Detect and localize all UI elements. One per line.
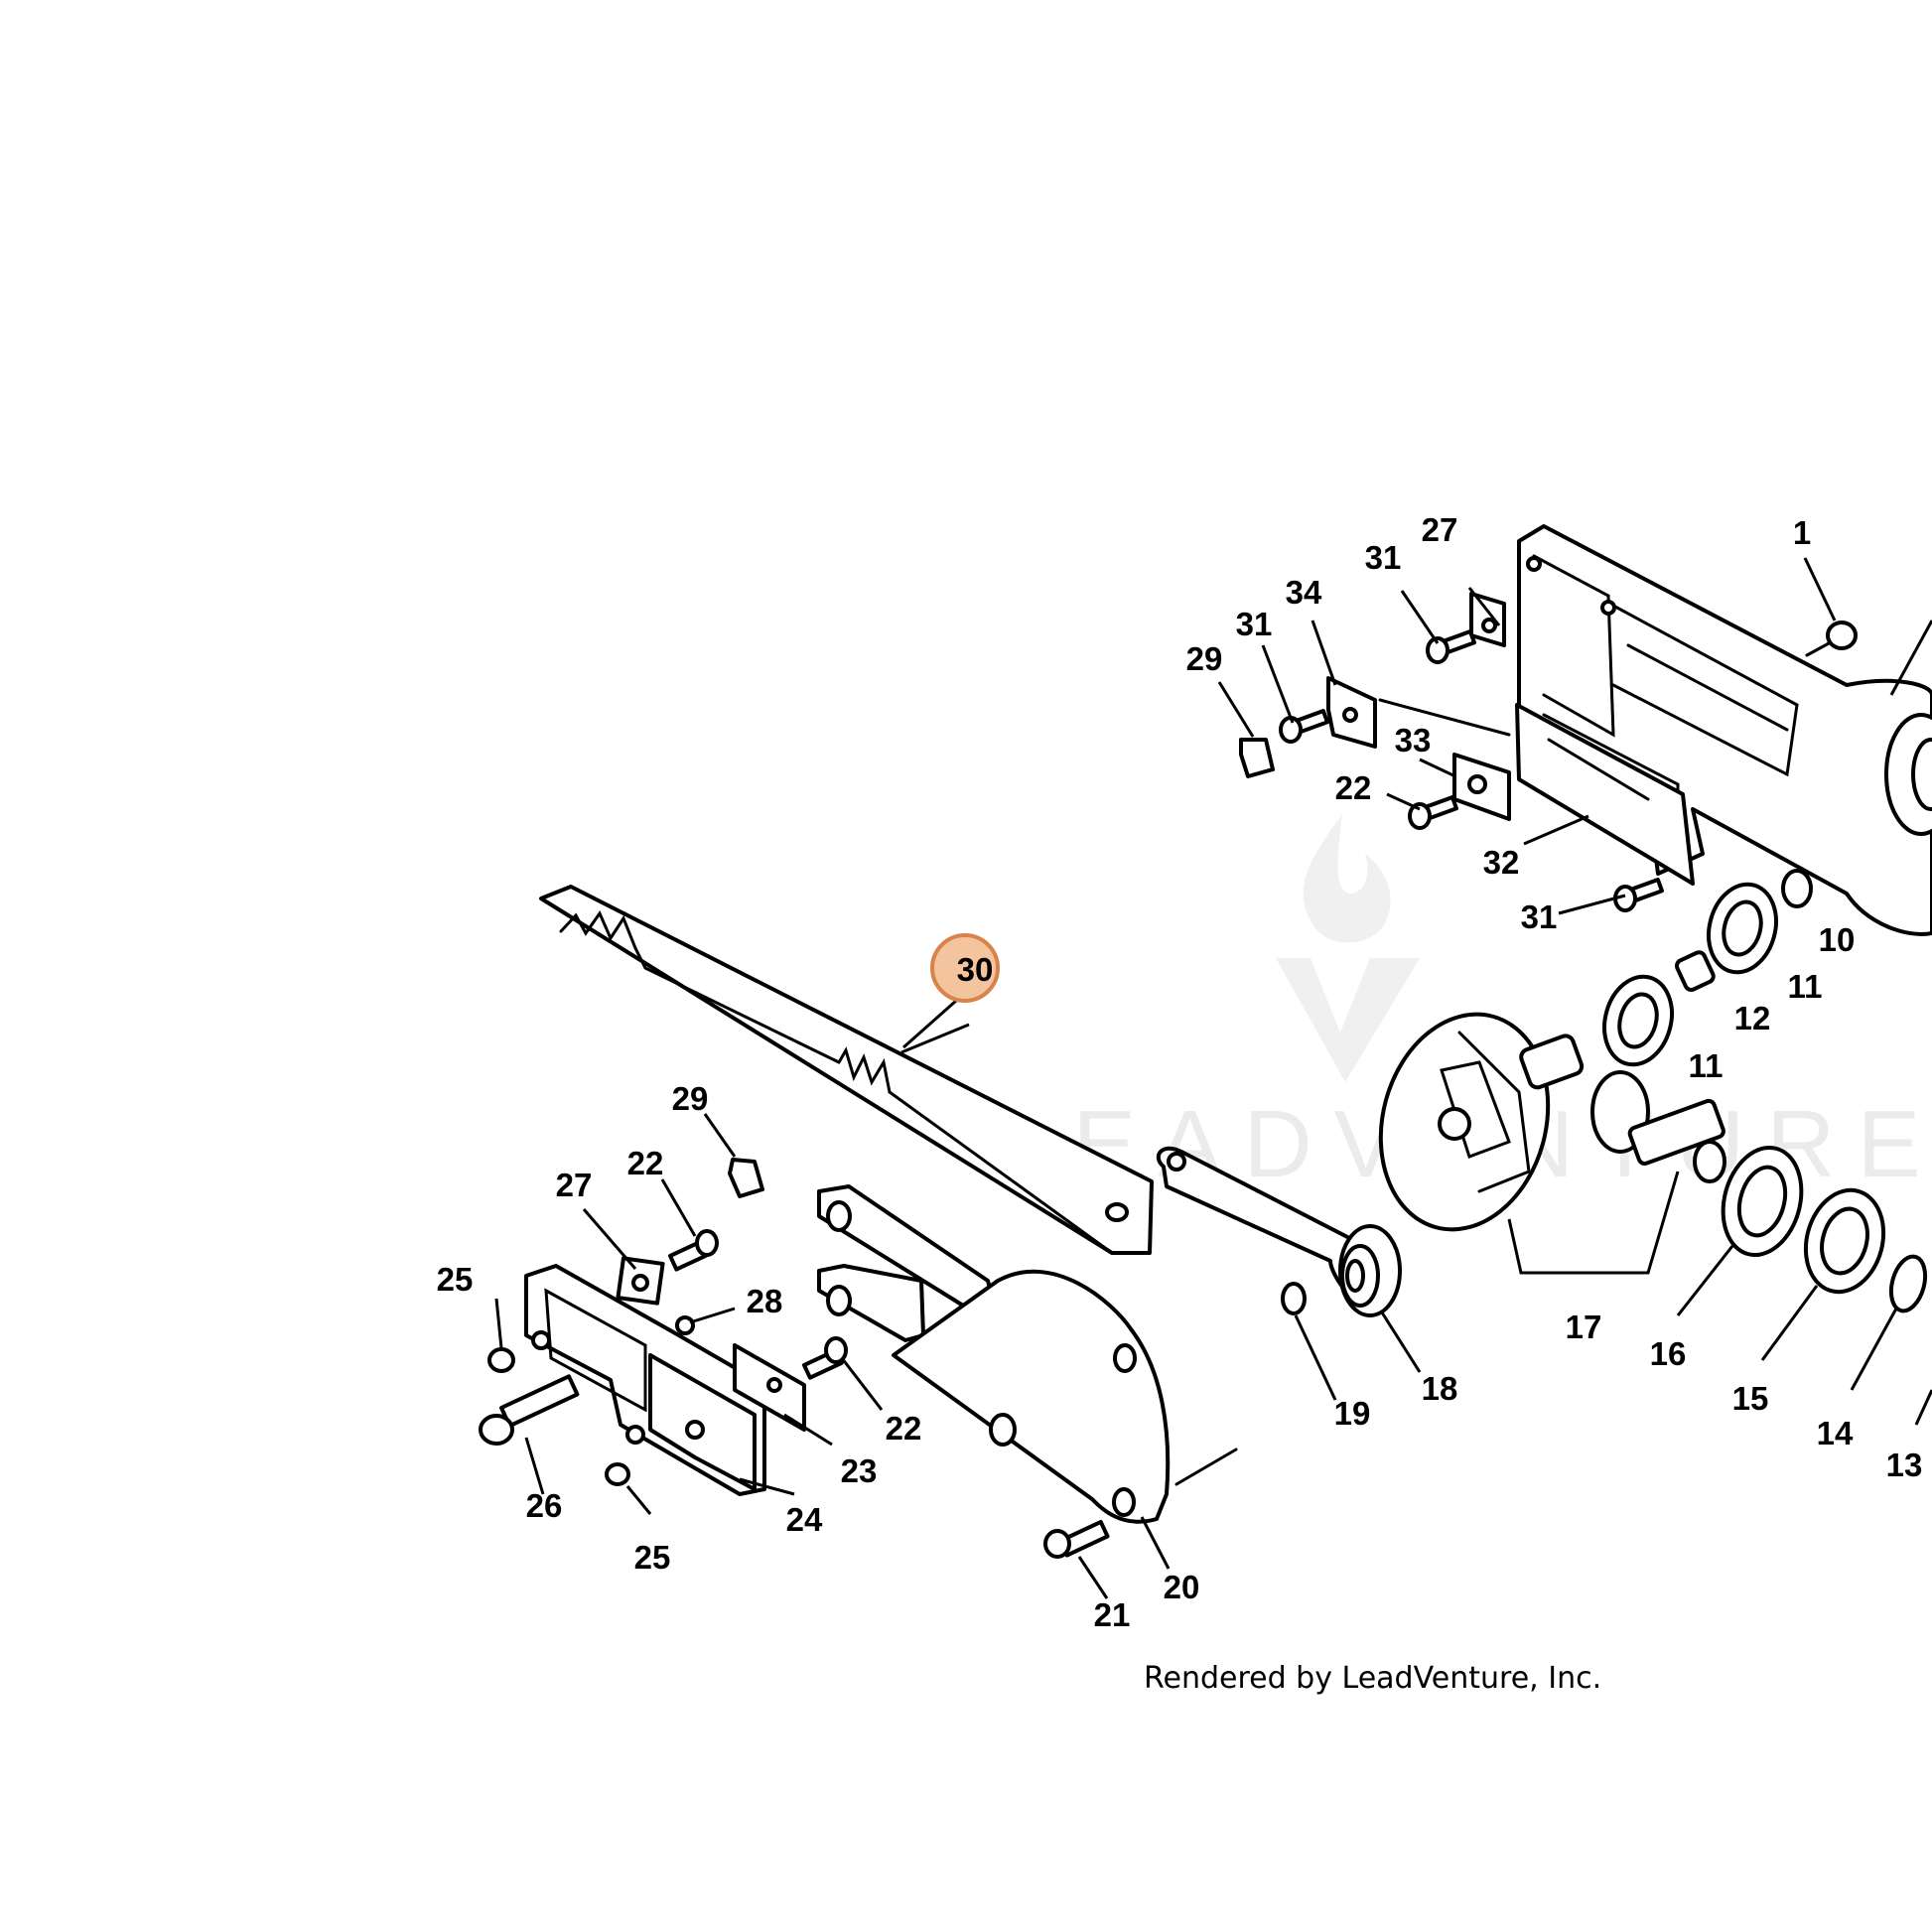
callout-24[interactable]: 24 — [786, 1501, 823, 1538]
screw-31-a — [1426, 629, 1476, 664]
blade-clamp-housing — [524, 1264, 766, 1496]
highlight-circle — [930, 933, 1000, 1003]
credit-text: Rendered by LeadVenture, Inc. — [1144, 1661, 1601, 1696]
bearing-11-upper — [1707, 882, 1778, 975]
watermark-logo — [1276, 814, 1420, 1082]
rail-32 — [1515, 703, 1695, 886]
bearing-15 — [1803, 1187, 1886, 1295]
callout-33[interactable]: 33 — [1395, 722, 1432, 759]
bearing-16 — [1721, 1145, 1804, 1258]
saw-blade — [539, 885, 1154, 1255]
key-29-upper — [1239, 738, 1275, 778]
callout-17[interactable]: 17 — [1566, 1309, 1602, 1345]
washer-28 — [675, 1315, 695, 1335]
callout-16[interactable]: 16 — [1650, 1335, 1687, 1372]
plate-27-upper — [1469, 592, 1506, 647]
side-cover-20 — [892, 1269, 1171, 1524]
gear-17 — [1378, 1012, 1585, 1232]
washer-10 — [1781, 869, 1813, 908]
bolt-26 — [479, 1374, 580, 1446]
snap-ring-14 — [1888, 1254, 1928, 1313]
key-29-lower — [728, 1158, 764, 1198]
callout-27b[interactable]: 27 — [556, 1167, 593, 1203]
callout-14[interactable]: 14 — [1817, 1415, 1854, 1451]
callout-25a[interactable]: 25 — [437, 1261, 474, 1298]
spacer-12 — [1674, 950, 1716, 993]
screw-22-lower — [668, 1229, 719, 1272]
callout-21[interactable]: 21 — [1094, 1596, 1131, 1633]
callout-1[interactable]: 1 — [1793, 514, 1811, 551]
screw-22-mid — [802, 1336, 848, 1380]
callout-22b[interactable]: 22 — [627, 1145, 664, 1181]
screw-31-b — [1279, 709, 1329, 744]
gear-housing — [1517, 524, 1932, 936]
highlighted-callout-30[interactable]: 30 — [902, 933, 1000, 1049]
leader-lines — [494, 557, 1932, 1599]
callout-26[interactable]: 26 — [526, 1487, 563, 1524]
callout-18[interactable]: 18 — [1422, 1370, 1458, 1407]
callout-25b[interactable]: 25 — [634, 1539, 671, 1576]
guide-block-lower — [817, 1264, 925, 1342]
callout-31c[interactable]: 31 — [1521, 898, 1558, 935]
axis-line-cover — [1174, 1448, 1238, 1486]
bearing-18 — [1338, 1224, 1402, 1317]
callout-22c[interactable]: 22 — [886, 1410, 922, 1447]
axis-line-upper — [1378, 698, 1511, 737]
bracket-34 — [1326, 676, 1377, 749]
bolt-1 — [1805, 621, 1858, 657]
ring-19 — [1281, 1282, 1307, 1315]
plate-27-lower — [616, 1256, 665, 1306]
callout-34[interactable]: 34 — [1286, 574, 1322, 611]
screw-31-c — [1613, 878, 1664, 912]
callout-10[interactable]: 10 — [1819, 921, 1856, 958]
callout-29a[interactable]: 29 — [1186, 640, 1223, 677]
callout-12[interactable]: 12 — [1734, 1000, 1771, 1036]
pinion-shaft — [1590, 1070, 1726, 1183]
callout-32[interactable]: 32 — [1483, 844, 1520, 881]
callout-11a[interactable]: 11 — [1788, 968, 1823, 1005]
nut-25-upper — [487, 1347, 515, 1373]
bracket-23 — [733, 1343, 806, 1432]
callout-11b[interactable]: 11 — [1689, 1047, 1724, 1084]
callout-20[interactable]: 20 — [1164, 1569, 1200, 1605]
callout-29b[interactable]: 29 — [672, 1080, 709, 1117]
callout-28[interactable]: 28 — [747, 1283, 783, 1319]
plate-33 — [1452, 753, 1511, 821]
nut-25-lower — [605, 1462, 630, 1486]
screw-21 — [1043, 1519, 1110, 1559]
callout-labels: 1 2 10 11 11 12 13 14 15 16 17 18 19 20 … — [437, 511, 1923, 1633]
callout-19[interactable]: 19 — [1334, 1395, 1371, 1432]
callout-22a[interactable]: 22 — [1335, 769, 1372, 806]
callout-27a[interactable]: 27 — [1422, 511, 1458, 548]
callout-13[interactable]: 13 — [1886, 1447, 1923, 1483]
callout-23[interactable]: 23 — [841, 1452, 878, 1489]
callout-31a[interactable]: 31 — [1365, 539, 1402, 576]
callout-15[interactable]: 15 — [1732, 1380, 1769, 1417]
bearing-11-lower — [1602, 974, 1674, 1067]
callout-label-30: 30 — [957, 951, 994, 988]
callout-31b[interactable]: 31 — [1236, 606, 1273, 642]
screw-22-upper — [1408, 795, 1458, 830]
